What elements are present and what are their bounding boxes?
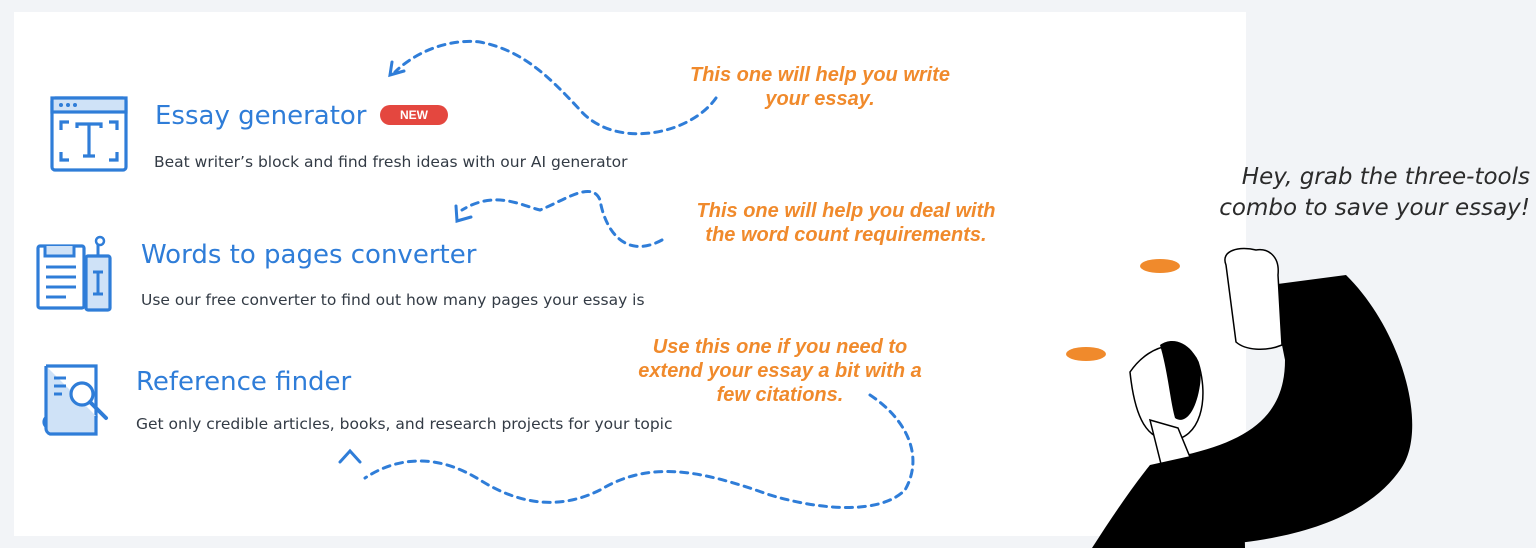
cta-message: Hey, grab the three-tools combo to save …: [1150, 162, 1530, 224]
character-illustration: [1066, 247, 1413, 548]
note-words-to-pages: This one will help you deal with the wor…: [650, 199, 1042, 247]
arrowhead-words-icon: [454, 204, 473, 223]
cta-line-2: combo to save your essay!: [1219, 195, 1530, 221]
tool-title-reference-finder[interactable]: Reference finder: [136, 367, 352, 397]
note-ref-line-2: extend your essay a bit with a: [638, 360, 922, 382]
tool-title-words-to-pages-converter[interactable]: Words to pages converter: [141, 240, 477, 270]
new-badge: NEW: [380, 105, 448, 125]
tool-description-reference-finder: Get only credible articles, books, and r…: [136, 415, 673, 433]
orange-dot-top: [1140, 259, 1180, 273]
note-words-line-1: This one will help you deal with: [696, 200, 996, 222]
tool-title-essay-generator[interactable]: Essay generator: [155, 101, 367, 131]
note-essay-line-2: your essay.: [765, 88, 875, 110]
dashed-arrow-reference: [363, 393, 915, 509]
essay-template-icon: [50, 96, 128, 172]
note-essay-generator: This one will help you write your essay.: [640, 63, 1000, 111]
tool-description-essay-generator: Beat writer’s block and find fresh ideas…: [154, 153, 628, 171]
dashed-arrow-words: [460, 189, 664, 248]
book-search-icon: [42, 364, 108, 436]
fist: [1224, 247, 1283, 350]
cta-line-1: Hey, grab the three-tools: [1241, 164, 1530, 190]
body: [1092, 455, 1245, 548]
orange-dot-bottom: [1066, 347, 1106, 361]
tools-card: [14, 12, 1246, 536]
note-essay-line-1: This one will help you write: [689, 64, 951, 86]
tool-description-words-to-pages-converter: Use our free converter to find out how m…: [141, 291, 645, 309]
arrowhead-reference-icon: [338, 448, 362, 464]
note-reference-finder: Use this one if you need to extend your …: [590, 335, 970, 407]
arrowhead-essay-icon: [388, 60, 406, 78]
hair: [1160, 340, 1201, 420]
note-ref-line-3: few citations.: [716, 384, 844, 406]
note-words-line-2: the word count requirements.: [705, 224, 987, 246]
document-pages-icon: [36, 235, 112, 312]
dashed-arrow-essay: [393, 39, 718, 136]
note-ref-line-1: Use this one if you need to: [652, 336, 908, 358]
